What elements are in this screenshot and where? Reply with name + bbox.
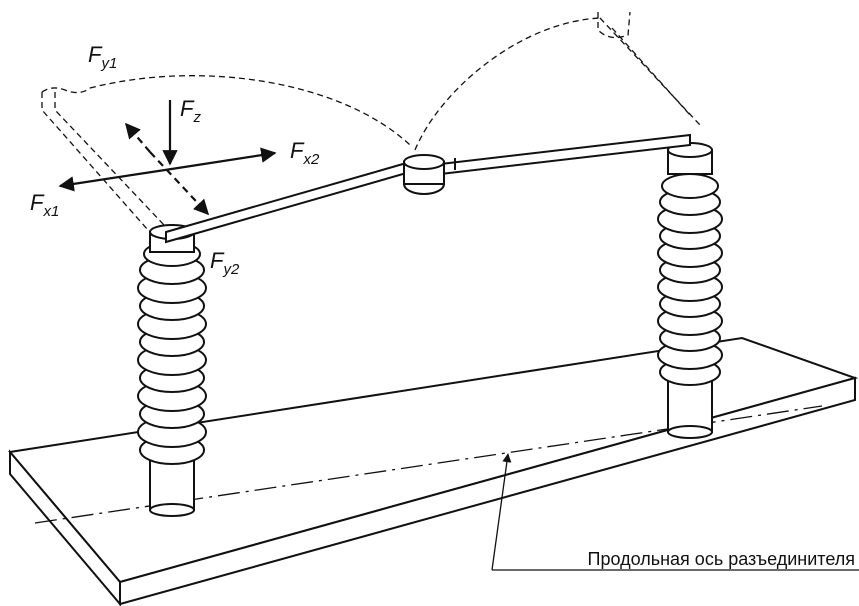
right-insulator (657, 142, 723, 439)
left-blade-ghost-tip (41, 87, 91, 94)
axis-leader-line (491, 453, 512, 571)
swing-path (41, 11, 701, 239)
left-insulator-sheds (137, 241, 207, 465)
label-fx2: Fx2 (290, 138, 320, 168)
right-insulator-foot (667, 425, 713, 439)
left-blade-ghost-inner (54, 92, 166, 227)
label-fz: Fz (180, 96, 201, 126)
base-plate-top (8, 336, 859, 584)
axis-caption: Продольная ось разъединителя (588, 549, 855, 569)
blades (165, 133, 691, 244)
fy2-arrow (149, 151, 210, 216)
label-fy1: Fy1 (88, 42, 117, 72)
left-swing-arc (89, 75, 411, 146)
right-swing-arc (414, 17, 601, 151)
left-blade (165, 160, 411, 244)
label-fx1: Fx1 (30, 190, 59, 220)
right-blade-ghost-tip (597, 11, 631, 39)
right-blade-ghost-outer (599, 17, 701, 126)
fy1-arrow (124, 122, 151, 153)
left-insulator-foot (149, 503, 195, 517)
force-arrows (58, 100, 277, 216)
right-blade (431, 133, 691, 177)
contact-top (403, 154, 445, 170)
right-insulator-sheds (657, 173, 723, 386)
left-blade-ghost-outer (41, 92, 156, 239)
fx1-arrow (58, 168, 166, 192)
fx2-arrow (164, 147, 277, 172)
left-insulator (137, 224, 207, 517)
label-fy2: Fy2 (210, 248, 240, 278)
